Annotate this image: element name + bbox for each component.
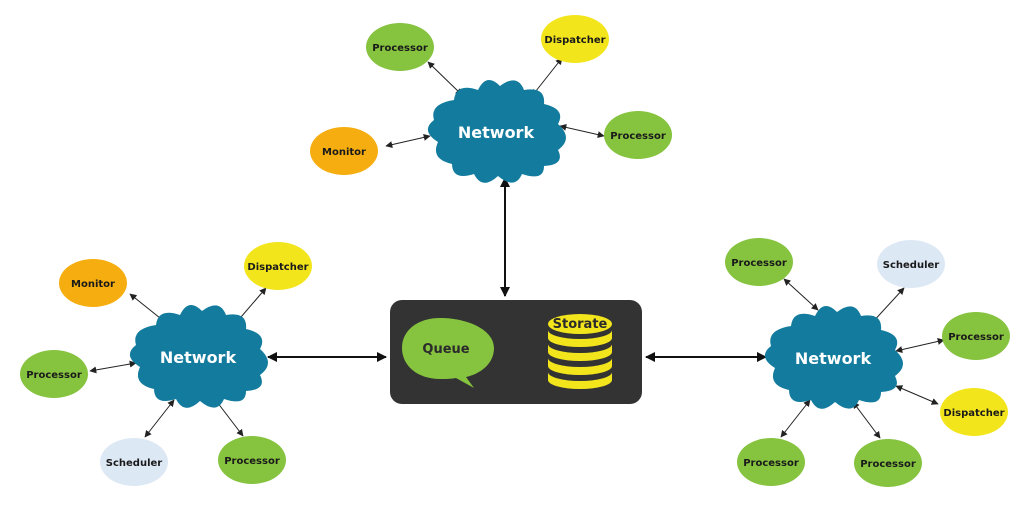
dispatcher-node[interactable]: Dispatcher	[244, 242, 312, 290]
processor-node[interactable]: Processor	[20, 350, 88, 398]
node-label: Processor	[372, 43, 428, 54]
queue-label: Queue	[422, 342, 469, 357]
processor-node[interactable]: Processor	[854, 439, 922, 487]
dispatcher-node[interactable]: Dispatcher	[940, 388, 1008, 436]
network-label: Network	[795, 349, 872, 368]
processor-node[interactable]: Processor	[218, 436, 286, 484]
node-ellipse	[725, 238, 793, 286]
node-label: Monitor	[322, 147, 366, 158]
node-connector	[427, 61, 463, 96]
node-ellipse	[20, 350, 88, 398]
network-cloud[interactable]: Network	[129, 304, 268, 408]
scheduler-node[interactable]: Scheduler	[877, 240, 945, 288]
processor-node[interactable]: Processor	[366, 23, 434, 71]
node-connector	[531, 57, 563, 97]
storage-label: Storate	[553, 317, 608, 332]
node-connector	[89, 360, 137, 374]
node-connector	[783, 278, 819, 311]
node-ellipse	[541, 15, 609, 63]
node-ellipse	[737, 438, 805, 486]
cloud-icon	[427, 79, 566, 183]
cloud-icon	[129, 304, 268, 408]
node-label: Dispatcher	[544, 35, 605, 46]
node-connector	[144, 399, 175, 438]
storage-database[interactable]: Storate	[548, 314, 612, 389]
node-ellipse	[854, 439, 922, 487]
node-label: Processor	[731, 258, 787, 269]
network-cluster-left: NetworkMonitorDispatcherProcessorSchedul…	[20, 242, 312, 486]
node-ellipse	[604, 111, 672, 159]
node-label: Monitor	[71, 279, 115, 290]
node-label: Processor	[26, 370, 82, 381]
node-ellipse	[940, 388, 1008, 436]
node-label: Dispatcher	[247, 262, 308, 273]
node-connector	[559, 123, 605, 139]
node-label: Scheduler	[106, 458, 163, 469]
node-ellipse	[366, 23, 434, 71]
node-ellipse	[100, 438, 168, 486]
node-ellipse	[218, 436, 286, 484]
queue-bubble[interactable]: Queue	[402, 318, 494, 388]
network-label: Network	[160, 348, 237, 367]
node-ellipse	[942, 312, 1010, 360]
node-label: Processor	[610, 131, 666, 142]
processor-node[interactable]: Processor	[725, 238, 793, 286]
processor-node[interactable]: Processor	[604, 111, 672, 159]
node-connector	[385, 133, 431, 149]
scheduler-node[interactable]: Scheduler	[100, 438, 168, 486]
node-ellipse	[877, 240, 945, 288]
central-hub: Queue Storate	[390, 300, 642, 404]
network-clusters: NetworkProcessorDispatcherMonitorProcess…	[20, 15, 1010, 487]
dispatcher-node[interactable]: Dispatcher	[541, 15, 609, 63]
node-label: Processor	[860, 459, 916, 470]
queue-bubble-shape	[402, 318, 494, 388]
processor-node[interactable]: Processor	[737, 438, 805, 486]
node-label: Processor	[743, 458, 799, 469]
node-label: Processor	[948, 332, 1004, 343]
node-label: Scheduler	[883, 260, 940, 271]
network-cloud[interactable]: Network	[764, 305, 903, 409]
node-label: Dispatcher	[943, 408, 1004, 419]
database-icon	[548, 314, 612, 389]
processor-node[interactable]: Processor	[942, 312, 1010, 360]
node-ellipse	[244, 242, 312, 290]
node-ellipse	[59, 259, 127, 307]
cloud-icon	[764, 305, 903, 409]
monitor-node[interactable]: Monitor	[310, 127, 378, 175]
network-label: Network	[458, 123, 535, 142]
node-connector	[780, 399, 811, 438]
node-ellipse	[310, 127, 378, 175]
node-connector	[852, 401, 881, 439]
monitor-node[interactable]: Monitor	[59, 259, 127, 307]
node-connector	[895, 337, 945, 354]
node-label: Processor	[224, 456, 280, 467]
node-connector	[895, 385, 939, 405]
network-cloud[interactable]: Network	[427, 79, 566, 183]
